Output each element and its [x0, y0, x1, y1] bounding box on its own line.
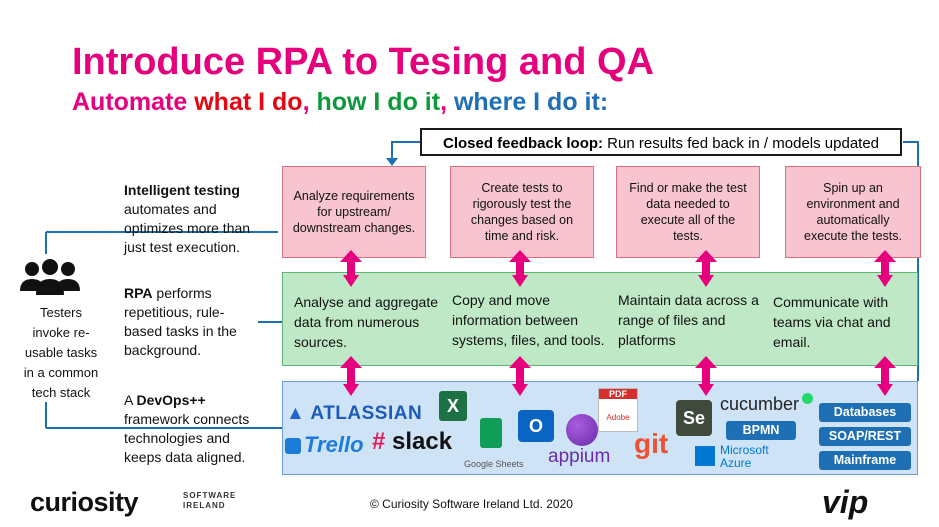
curiosity-logo: curiosity: [30, 487, 139, 517]
appium-label: appium: [548, 446, 611, 467]
azure-label: Microsoft Azure: [720, 443, 769, 470]
subtitle-automate: Automate: [72, 88, 195, 116]
rpa-desc: performs repetitious, rule-based tasks i…: [124, 285, 237, 358]
feedback-line-right: [903, 141, 919, 381]
soap-rest-tag: SOAP/REST: [819, 427, 911, 446]
testers-label: Testers invoke re-usable tasks in a comm…: [23, 305, 99, 400]
step-box-test-data: Find or make the test data needed to exe…: [616, 166, 760, 258]
git-label: git: [634, 428, 669, 459]
cucumber-icon: [802, 393, 814, 404]
step-box-execute: Spin up an environment and automatically…: [785, 166, 921, 258]
excel-icon: X: [439, 391, 467, 421]
page-subtitle: Automate what I do, how I do it, where I…: [72, 86, 608, 118]
step-text-analyze: Analyze requirements for upstream/ downs…: [292, 189, 416, 235]
trello-label: Trello: [304, 432, 364, 457]
slack-logo: # slack: [372, 428, 452, 456]
pdf-label: PDF: [599, 389, 637, 399]
curiosity-logo-subtitle: SOFTWARE IRELAND: [183, 491, 237, 510]
step-box-create-tests: Create tests to rigorously test the chan…: [450, 166, 594, 258]
subtitle-where: where I do it:: [453, 88, 609, 116]
arrow-step4-top: [874, 250, 896, 287]
vip-logo: vip: [822, 484, 869, 520]
mainframe-tag: Mainframe: [819, 451, 911, 470]
devops-desc: framework connects technologies and keep…: [124, 411, 250, 465]
arrow-step2-top: [509, 250, 531, 287]
arrow-step4-bottom: [874, 356, 896, 396]
databases-tag: Databases: [819, 403, 911, 422]
rpa-text-maintain: Maintain data across a range of files an…: [618, 292, 759, 348]
devops-pre: A: [124, 392, 137, 408]
devops-text: A DevOps++ framework connects technologi…: [124, 391, 264, 467]
arrow-step3-top: [695, 250, 717, 287]
arrow-step1-bottom: [340, 356, 362, 396]
atlassian-label: ATLASSIAN: [310, 403, 423, 424]
selenium-label: Se: [682, 408, 706, 428]
step-text-execute: Spin up an environment and automatically…: [804, 181, 902, 243]
subtitle-sep1: ,: [302, 88, 317, 116]
git-logo: git: [634, 428, 668, 460]
subtitle-what: what I do: [194, 88, 303, 116]
bpmn-tag: BPMN: [726, 421, 796, 440]
arrow-step3-bottom: [695, 356, 717, 396]
trello-logo: Trello: [285, 432, 364, 458]
rpa-band: [282, 272, 918, 366]
cucumber-logo: cucumber: [720, 393, 814, 415]
pdf-icon: PDF Adobe: [598, 388, 638, 432]
rpa-text-analyse: Analyse and aggregate data from numerous…: [294, 294, 438, 350]
testers-group-icon: [20, 259, 80, 295]
step-box-analyze: Analyze requirements for upstream/ downs…: [282, 166, 426, 258]
rpa-description-text: RPA performs repetitious, rule-based tas…: [124, 284, 252, 360]
cucumber-label: cucumber: [720, 394, 800, 414]
selenium-icon: Se: [676, 400, 712, 436]
arrow-step1-top: [340, 250, 362, 287]
step-text-create-tests: Create tests to rigorously test the chan…: [470, 181, 574, 243]
adobe-label: Adobe: [606, 413, 630, 422]
azure-icon: [695, 446, 715, 466]
page-title: Introduce RPA to Tesing and QA: [72, 41, 654, 83]
feedback-loop-box: Closed feedback loop: Run results fed ba…: [420, 128, 902, 156]
intelligent-testing-desc: automates and optimizes more than just t…: [124, 201, 251, 255]
subtitle-how: how I do it: [316, 88, 441, 116]
feedback-loop-text: Run results fed back in / models updated: [603, 135, 880, 152]
devops-bold: DevOps++: [136, 392, 206, 408]
atlassian-logo: ▲ ATLASSIAN: [286, 403, 423, 424]
slack-icon: #: [372, 428, 386, 455]
google-sheets-icon: [480, 418, 502, 448]
intelligent-testing-text: Intelligent testing automates and optimiz…: [124, 181, 264, 257]
feedback-arrow-head: [386, 158, 398, 166]
outlook-icon: O: [518, 410, 554, 442]
google-sheets-label: Google Sheets: [464, 459, 524, 469]
rpa-text-communicate: Communicate with teams via chat and emai…: [773, 294, 891, 350]
feedback-line-left: [391, 141, 420, 160]
intelligent-testing-bold: Intelligent testing: [124, 182, 240, 198]
rpa-bold: RPA: [124, 285, 153, 301]
appium-icon: [566, 414, 598, 446]
slack-label: slack: [392, 428, 453, 455]
arrow-step2-bottom: [509, 356, 531, 396]
copyright-text: © Curiosity Software Ireland Ltd. 2020: [370, 497, 573, 511]
rpa-text-copy: Copy and move information between system…: [452, 292, 605, 348]
feedback-loop-title: Closed feedback loop:: [442, 135, 604, 152]
subtitle-sep2: ,: [440, 88, 454, 116]
step-text-test-data: Find or make the test data needed to exe…: [629, 181, 747, 243]
